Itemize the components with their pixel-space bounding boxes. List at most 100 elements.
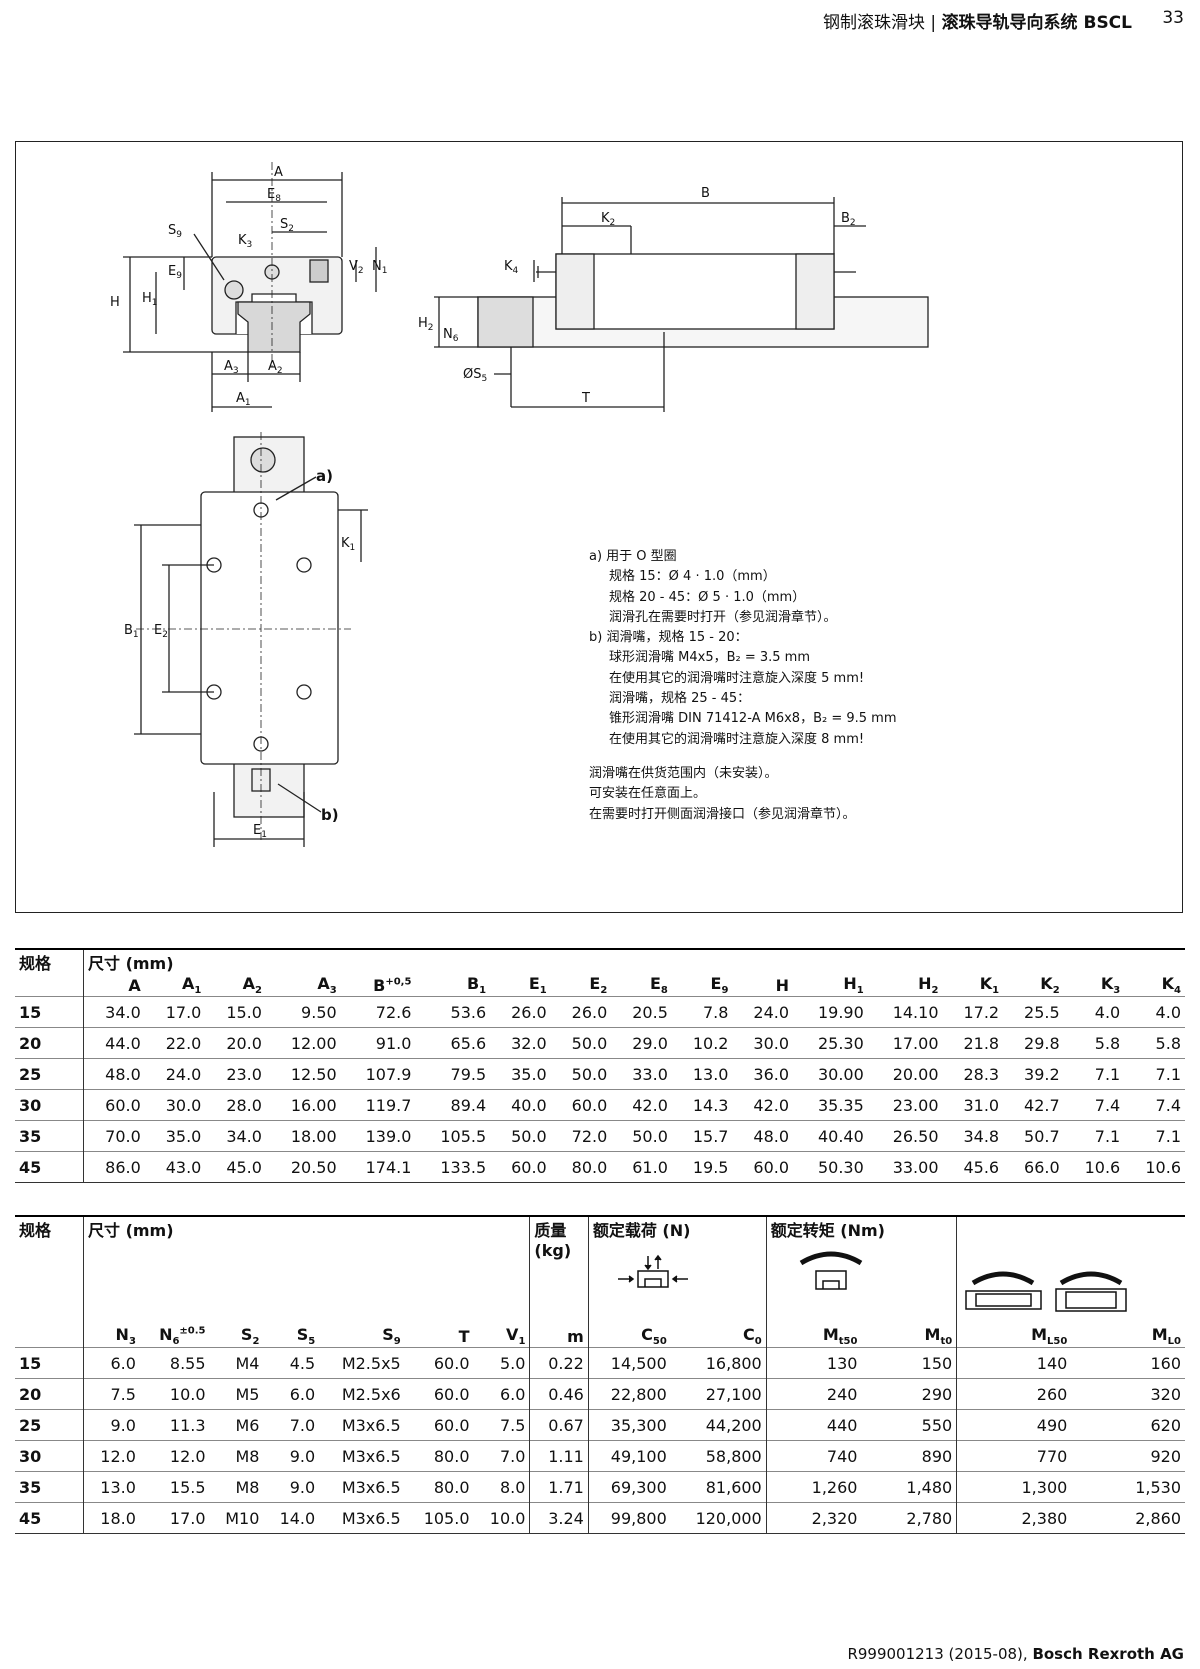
load-table: 规格 尺寸 (mm) 质量(kg) 额定载荷 (N) 额定转矩 (Nm) (15, 1215, 1185, 1535)
size-cell: 35 (15, 1120, 84, 1152)
dim-label-A2: A2 (268, 359, 283, 376)
torsion-moment-icon (799, 1251, 863, 1290)
value-cell: 7.4 (1124, 1089, 1185, 1121)
value-cell: 60.0 (404, 1409, 474, 1441)
value-cell: 620 (1071, 1409, 1185, 1441)
value-cell: 1.71 (529, 1471, 589, 1503)
size-cell: 30 (15, 1089, 84, 1121)
col-header: Mt50 (765, 1325, 862, 1348)
col-header: Mt0 (924, 1325, 953, 1348)
value-cell: 10.6 (1124, 1151, 1185, 1184)
col-header: N6±0.5 (159, 1325, 206, 1348)
col-header: K3 (1100, 974, 1121, 997)
value-cell: 24.0 (732, 996, 794, 1028)
value-cell: 44.0 (82, 1027, 145, 1059)
value-cell: 105.0 (404, 1502, 474, 1535)
value-cell: M3x6.5 (319, 1409, 405, 1441)
value-cell: 80.0 (404, 1471, 474, 1503)
value-cell: 43.0 (144, 1151, 206, 1184)
dim-label-K4: K4 (504, 259, 519, 276)
load-direction-icon (617, 1254, 688, 1288)
size-cell: 15 (15, 996, 84, 1028)
value-cell: 89.4 (415, 1089, 491, 1121)
value-cell: 6.0 (82, 1347, 140, 1379)
company-name: Bosch Rexroth AG (1032, 1645, 1184, 1663)
note-line: 润滑嘴在供货范围内（未安装）。 (589, 765, 778, 781)
load-header: 额定载荷 (N) (592, 1221, 691, 1240)
value-cell: 7.1 (1124, 1058, 1185, 1090)
value-cell: 26.0 (490, 996, 551, 1028)
value-cell: 50.0 (550, 1058, 612, 1090)
value-cell: 440 (765, 1409, 862, 1441)
value-cell: 2,860 (1071, 1502, 1185, 1535)
front-view (123, 162, 377, 412)
value-cell: 4.0 (1063, 996, 1125, 1028)
value-cell: 18.00 (265, 1120, 341, 1152)
value-cell: 290 (861, 1378, 957, 1410)
value-cell: M10 (209, 1502, 264, 1535)
technical-drawing: A E8 S2 S9 K3 V2 N1 E9 H H1 A3 A2 A1 (110, 162, 929, 847)
dim-label-A3: A3 (224, 359, 239, 376)
value-cell: 6.0 (473, 1378, 530, 1410)
value-cell: 34.0 (82, 996, 145, 1028)
value-cell: 30.0 (732, 1027, 794, 1059)
dim-header: 尺寸 (mm) (82, 1216, 530, 1325)
size-cell: 25 (15, 1058, 84, 1090)
size-header: 规格 (19, 1221, 52, 1240)
value-cell: 35.0 (144, 1120, 206, 1152)
value-cell: 133.5 (415, 1151, 491, 1184)
col-header: H2 (918, 974, 939, 997)
dim-label-E8: E8 (267, 187, 281, 204)
col-header: S5 (296, 1325, 316, 1348)
callout-b: b) (321, 806, 339, 824)
col-header: B+0,5 (373, 975, 412, 995)
dim-label-E2: E2 (154, 623, 168, 640)
value-cell: 69,300 (587, 1471, 671, 1503)
dim-label-K1: K1 (341, 536, 355, 553)
dim-label-A1: A1 (236, 391, 251, 408)
value-cell: 7.1 (1063, 1058, 1125, 1090)
page-header: 钢制滚珠滑块 | 滚珠导轨导向系统 BSCL (823, 8, 1132, 33)
value-cell: M5 (209, 1378, 264, 1410)
col-header: A (82, 974, 145, 997)
value-cell: 5.0 (473, 1347, 530, 1379)
col-header: A1 (182, 974, 202, 997)
value-cell: 60.0 (490, 1151, 551, 1184)
size-header: 规格 (19, 954, 52, 973)
value-cell: 3.24 (529, 1502, 589, 1535)
value-cell: M2.5x5 (319, 1347, 405, 1379)
value-cell: M6 (209, 1409, 264, 1441)
value-cell: 40.40 (793, 1120, 868, 1152)
dim-label-N6: N6 (443, 327, 459, 344)
dim-label-H1: H1 (142, 291, 158, 308)
dim-label-H: H (110, 295, 120, 310)
note-line: 球形润滑嘴 M4x5，B₂ = 3.5 mm (609, 650, 811, 666)
value-cell: 10.0 (473, 1502, 530, 1535)
value-cell: 1,480 (861, 1471, 957, 1503)
col-header: T (458, 1326, 470, 1346)
value-cell: 5.8 (1124, 1027, 1185, 1059)
col-header: K4 (1161, 974, 1181, 997)
top-view (134, 432, 368, 847)
value-cell: 7.1 (1063, 1120, 1125, 1152)
value-cell: 16.00 (265, 1089, 341, 1121)
value-cell: 7.4 (1063, 1089, 1125, 1121)
value-cell: 21.8 (942, 1027, 1004, 1059)
value-cell: 4.5 (263, 1347, 320, 1379)
value-cell: 2,320 (765, 1502, 862, 1535)
col-header: ML50 (956, 1325, 1072, 1348)
value-cell: 50.0 (611, 1120, 672, 1152)
value-cell: 45.6 (942, 1151, 1004, 1184)
value-cell: 260 (956, 1378, 1072, 1410)
value-cell: 2,780 (861, 1502, 957, 1535)
col-header: H (775, 975, 790, 995)
value-cell: 20.00 (867, 1058, 943, 1090)
value-cell: 0.46 (529, 1378, 589, 1410)
value-cell: 70.0 (82, 1120, 145, 1152)
note-line: a) 用于 O 型圈 (589, 549, 677, 564)
value-cell: 9.0 (263, 1471, 320, 1503)
value-cell: 7.8 (671, 996, 733, 1028)
